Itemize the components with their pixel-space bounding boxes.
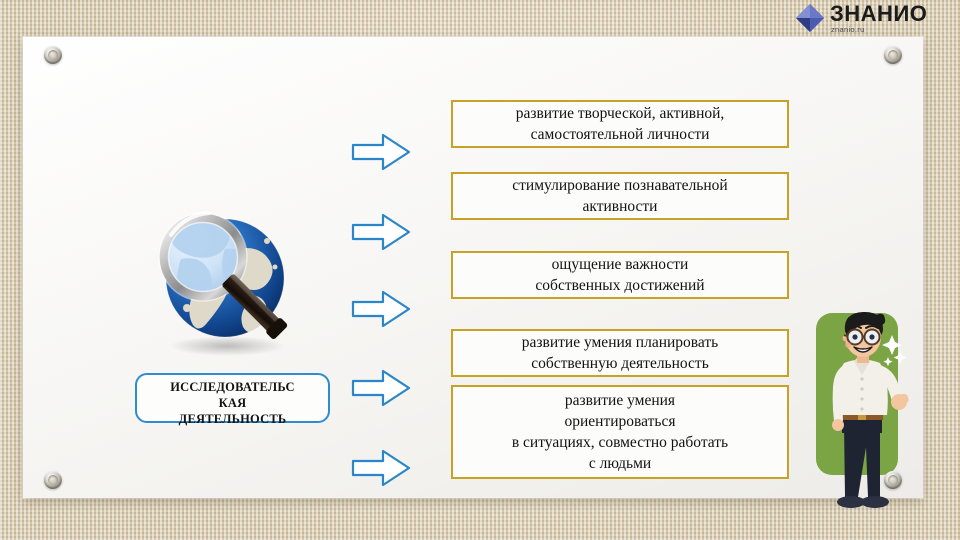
globe-magnifier-illustration (141, 205, 311, 370)
arrow-to-statement-1 (350, 132, 412, 172)
logo-wordmark: ЗНАНИО (830, 1, 928, 26)
research-activity-label-text: ИССЛЕДОВАТЕЛЬС КАЯ ДЕЯТЕЛЬНОСТЬ (170, 380, 295, 426)
screw-top-right (884, 46, 902, 64)
statement-text-3: ощущение важности собственных достижений (535, 256, 705, 294)
screw-bottom-left (44, 471, 62, 489)
slide-board: ИССЛЕДОВАТЕЛЬС КАЯ ДЕЯТЕЛЬНОСТЬ развитие… (23, 37, 923, 508)
statement-box-3[interactable]: ощущение важности собственных достижений (451, 251, 789, 299)
research-activity-label[interactable]: ИССЛЕДОВАТЕЛЬС КАЯ ДЕЯТЕЛЬНОСТЬ (135, 373, 330, 426)
arrow-to-statement-4 (350, 368, 412, 408)
screw-bottom-right (884, 471, 902, 489)
statement-box-4[interactable]: развитие умения планировать собственную … (451, 329, 789, 377)
diamond-logo-icon (795, 3, 825, 33)
statement-text-1: развитие творческой, активной, самостоят… (515, 105, 725, 143)
logo-text-block: ЗНАНИО znanio.ru (830, 3, 927, 34)
arrow-to-statement-3 (350, 289, 412, 329)
screw-top-left (44, 46, 62, 64)
logo-url: znanio.ru (831, 25, 865, 34)
statement-box-2[interactable]: стимулирование познавательной активности (451, 172, 789, 220)
statement-text-2: стимулирование познавательной активности (512, 177, 728, 215)
statement-box-5[interactable]: развитие умения ориентироваться в ситуац… (451, 385, 789, 479)
brand-logo[interactable]: ЗНАНИО znanio.ru (795, 3, 927, 34)
arrow-to-statement-2 (350, 212, 412, 252)
arrow-to-statement-5 (350, 448, 412, 488)
statement-text-4: развитие умения планировать собственную … (521, 334, 719, 372)
statement-box-1[interactable]: развитие творческой, активной, самостоят… (451, 100, 789, 148)
statement-text-5: развитие умения ориентироваться в ситуац… (511, 392, 729, 472)
teacher-character-illustration (804, 307, 926, 522)
